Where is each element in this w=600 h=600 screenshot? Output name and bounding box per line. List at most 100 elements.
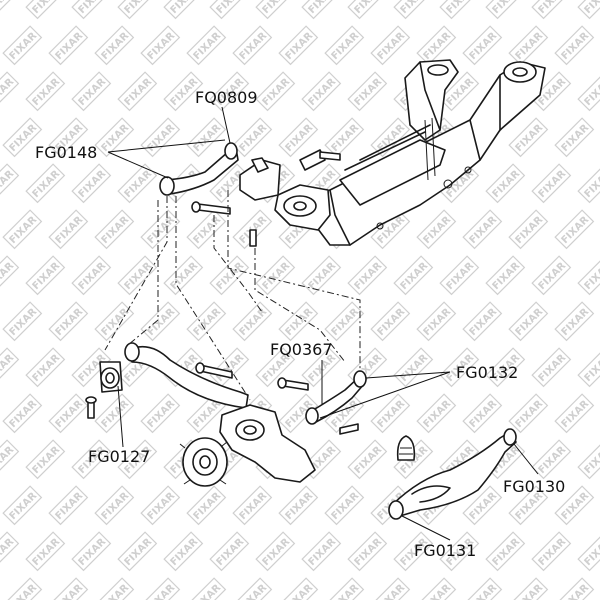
watermark-tile: FIXAR (71, 255, 112, 296)
watermark-word: FIXAR (514, 398, 546, 430)
watermark-tile: FIXAR (117, 71, 158, 112)
watermark-tile: FIXAR (25, 439, 66, 480)
watermark-tile: FIXAR (2, 393, 43, 434)
watermark-word: FIXAR (399, 0, 431, 16)
watermark-word: FIXAR (445, 260, 477, 292)
watermark-word: FIXAR (8, 214, 40, 246)
watermark-tile: FIXAR (232, 117, 273, 158)
watermark-word: FIXAR (77, 260, 109, 292)
watermark-word: FIXAR (123, 76, 155, 108)
watermark-tile: FIXAR (25, 71, 66, 112)
label-fg0148: FG0148 (35, 143, 97, 162)
watermark-word: FIXAR (422, 398, 454, 430)
watermark-tile: FIXAR (393, 0, 434, 20)
watermark-tile: FIXAR (370, 25, 411, 66)
watermark-tile: FIXAR (25, 255, 66, 296)
watermark-word: FIXAR (491, 0, 523, 16)
watermark-word: FIXAR (100, 214, 132, 246)
watermark-word: FIXAR (353, 0, 385, 16)
watermark-tile: FIXAR (416, 577, 457, 600)
watermark-word: FIXAR (261, 536, 293, 568)
watermark-tile: FIXAR (209, 531, 250, 572)
watermark-tile: FIXAR (370, 393, 411, 434)
watermark-tile: FIXAR (554, 393, 595, 434)
watermark-tile: FIXAR (0, 163, 20, 204)
watermark-word: FIXAR (169, 0, 201, 16)
watermark-tile: FIXAR (531, 347, 572, 388)
watermark-word: FIXAR (146, 490, 178, 522)
watermark-word: FIXAR (31, 352, 63, 384)
watermark-tile: FIXAR (370, 301, 411, 342)
part-labels: FQ0809 FG0148 FQ0367 FG0132 FG0127 FG013… (35, 88, 565, 560)
watermark-tile: FIXAR (324, 301, 365, 342)
watermark-tile: FIXAR (94, 117, 135, 158)
watermark-tile: FIXAR (324, 25, 365, 66)
watermark-tile: FIXAR (71, 163, 112, 204)
watermark-tile: FIXAR (347, 439, 388, 480)
assembly-guide-lines (104, 190, 361, 401)
watermark-tile: FIXAR (48, 209, 89, 250)
watermark-tile: FIXAR (508, 393, 549, 434)
watermark-tile: FIXAR (531, 255, 572, 296)
watermark-tile: FIXAR (186, 209, 227, 250)
watermark-tile: FIXAR (71, 71, 112, 112)
watermark-word: FIXAR (192, 122, 224, 154)
watermark-tile: FIXAR (462, 301, 503, 342)
lower-arm (388, 428, 517, 520)
mid-bolts (195, 362, 359, 435)
watermark-word: FIXAR (0, 76, 16, 108)
watermark-tile: FIXAR (301, 71, 342, 112)
watermark-tile: FIXAR (416, 393, 457, 434)
watermark-word: FIXAR (123, 168, 155, 200)
watermark-word: FIXAR (491, 260, 523, 292)
watermark-tile: FIXAR (71, 0, 112, 20)
watermark-word: FIXAR (376, 306, 408, 338)
watermark-word: FIXAR (353, 260, 385, 292)
watermark-tile: FIXAR (0, 255, 20, 296)
watermark-word: FIXAR (307, 536, 339, 568)
watermark-tile: FIXAR (531, 0, 572, 20)
watermark-word: FIXAR (330, 490, 362, 522)
watermark-word: FIXAR (560, 214, 592, 246)
watermark-tile: FIXAR (278, 25, 319, 66)
watermark-tile: FIXAR (462, 209, 503, 250)
watermark-tile: FIXAR (140, 577, 181, 600)
watermark-word: FIXAR (238, 30, 270, 62)
watermark-word: FIXAR (468, 306, 500, 338)
watermark-tile: FIXAR (0, 347, 20, 388)
watermark-tile: FIXAR (485, 255, 526, 296)
watermark-tile: FIXAR (163, 0, 204, 20)
watermark-tile: FIXAR (0, 439, 20, 480)
watermark-tile: FIXAR (462, 393, 503, 434)
watermark-word: FIXAR (261, 260, 293, 292)
watermark-tile: FIXAR (140, 117, 181, 158)
watermark-tile: FIXAR (48, 393, 89, 434)
watermark-word: FIXAR (445, 0, 477, 16)
watermark-tile: FIXAR (2, 577, 43, 600)
watermark-tile: FIXAR (232, 577, 273, 600)
watermark-word: FIXAR (537, 0, 569, 16)
watermark-tile: FIXAR (117, 255, 158, 296)
watermark-tile: FIXAR (301, 0, 342, 20)
watermark-tile: FIXAR (531, 439, 572, 480)
watermark-word: FIXAR (261, 0, 293, 16)
watermark-word: FIXAR (353, 536, 385, 568)
watermark-tile: FIXAR (577, 439, 600, 480)
watermark-word: FIXAR (77, 168, 109, 200)
watermark-tile: FIXAR (347, 531, 388, 572)
watermark-tile: FIXAR (255, 531, 296, 572)
watermark-word: FIXAR (537, 536, 569, 568)
watermark-word: FIXAR (307, 0, 339, 16)
watermark-word: FIXAR (491, 168, 523, 200)
watermark-word: FIXAR (468, 398, 500, 430)
watermark-word: FIXAR (192, 30, 224, 62)
watermark-tile: FIXAR (186, 301, 227, 342)
watermark-tile: FIXAR (232, 25, 273, 66)
watermark-word: FIXAR (8, 306, 40, 338)
watermark-tile: FIXAR (209, 255, 250, 296)
label-fq0809: FQ0809 (195, 88, 258, 107)
watermark-word: FIXAR (146, 122, 178, 154)
label-fg0130: FG0130 (503, 477, 565, 496)
watermark-word: FIXAR (77, 76, 109, 108)
